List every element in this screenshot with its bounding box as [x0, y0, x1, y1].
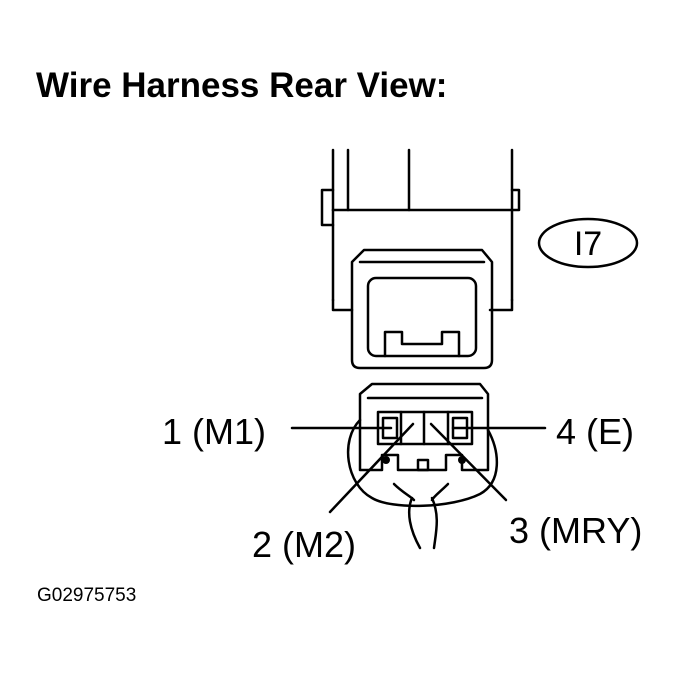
diagram-title: Wire Harness Rear View:	[36, 66, 448, 105]
component-socket	[350, 248, 494, 370]
leader-line-pin-3	[429, 422, 508, 502]
pin-label-2: 2 (M2)	[252, 524, 356, 565]
pin-3-marker	[458, 456, 466, 464]
wire-bundle	[346, 418, 499, 550]
leader-line-pin-2	[328, 422, 415, 514]
pin-label-4: 4 (E)	[556, 411, 634, 452]
component-body	[320, 148, 521, 312]
pin-2-marker	[382, 456, 390, 464]
connector-id-text: I7	[574, 225, 602, 263]
figure-code: G02975753	[37, 585, 137, 606]
connector-id-badge: I7	[537, 217, 639, 269]
pin-label-3: 3 (MRY)	[509, 510, 642, 551]
pin-label-1: 1 (M1)	[162, 411, 266, 452]
